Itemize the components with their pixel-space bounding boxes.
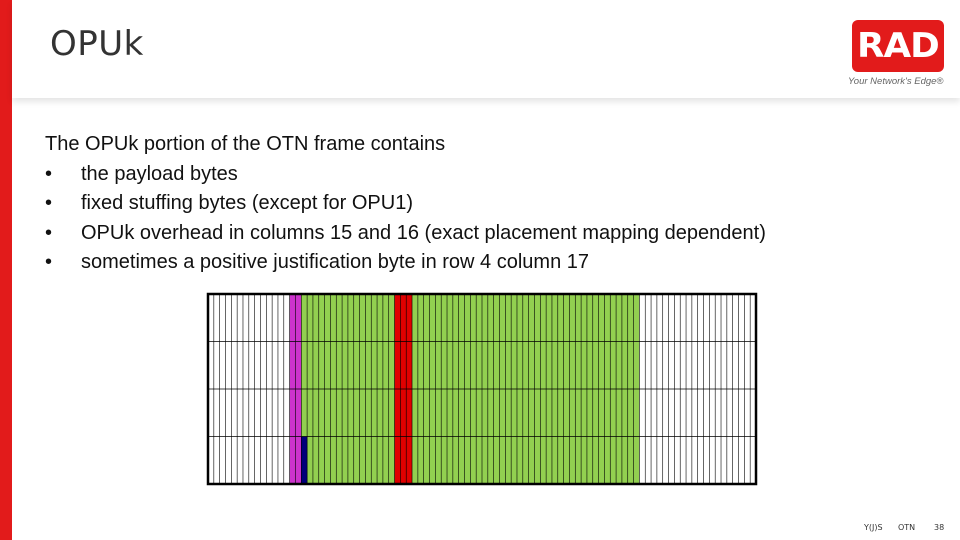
- otn-frame-diagram: [206, 292, 758, 486]
- bullet-list: the payload bytes fixed stuffing bytes (…: [45, 160, 925, 278]
- bullet-item: the payload bytes: [45, 160, 925, 190]
- rad-logo: RAD: [852, 20, 944, 72]
- page-number: 38: [934, 523, 945, 532]
- intro-text: The OPUk portion of the OTN frame contai…: [45, 133, 446, 155]
- bullet-item: fixed stuffing bytes (except for OPU1): [45, 189, 925, 219]
- slide-body: The OPUk portion of the OTN frame contai…: [45, 130, 925, 278]
- footer-topic: OTN: [898, 523, 916, 532]
- frame-border: [206, 292, 758, 486]
- title-band: OPUk RAD Your Network's Edge®: [12, 0, 960, 98]
- slide-title: OPUk: [50, 24, 144, 64]
- left-accent-bar: [0, 0, 12, 540]
- logo-wordmark: RAD: [857, 26, 940, 66]
- logo-tagline: Your Network's Edge®: [848, 76, 944, 87]
- footer-author: Y(J)S: [864, 523, 883, 532]
- bullet-item: sometimes a positive justification byte …: [45, 248, 925, 278]
- justification-byte-cell: [301, 436, 308, 484]
- bullet-item: OPUk overhead in columns 15 and 16 (exac…: [45, 219, 925, 249]
